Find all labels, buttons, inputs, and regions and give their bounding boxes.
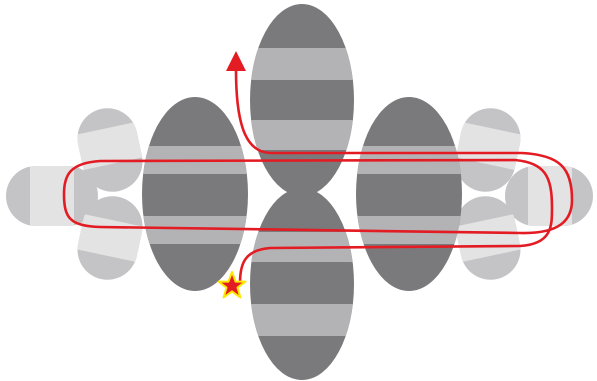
bottom-large-lobe [248, 186, 358, 381]
right-small-lobe-far [505, 166, 593, 226]
right-large-lobe [354, 95, 464, 295]
top-large-lobe [248, 2, 358, 198]
arrowhead-icon [226, 51, 246, 71]
left-large-lobe [140, 95, 250, 295]
